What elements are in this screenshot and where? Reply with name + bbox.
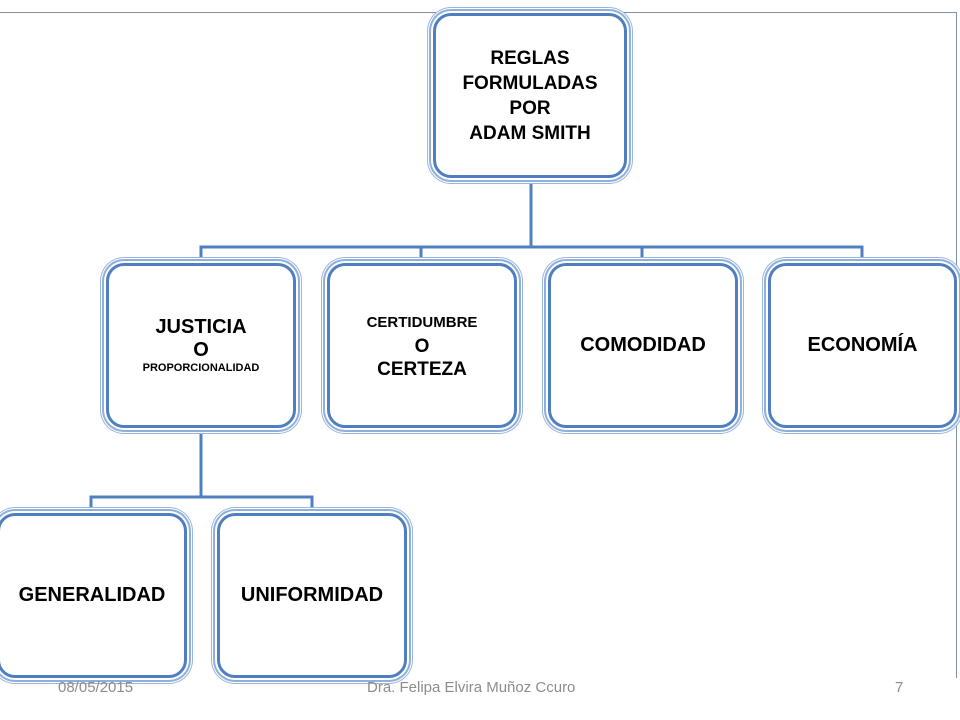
root-line-3: POR (509, 97, 551, 119)
certeza-line-1: CERTIDUMBRE (366, 313, 478, 331)
footer-page-number: 7 (895, 679, 904, 696)
justicia-line-3: PROPORCIONALIDAD (142, 362, 260, 374)
certeza-line-3: CERTEZA (377, 358, 467, 380)
justicia-line-1: JUSTICIA (155, 316, 247, 338)
node-certidumbre: CERTIDUMBRE O CERTEZA (327, 263, 517, 428)
economia-label: ECONOMÍA (807, 334, 918, 356)
node-economia: ECONOMÍA (768, 263, 957, 428)
comodidad-label: COMODIDAD (580, 334, 706, 356)
certeza-line-2: O (414, 335, 430, 357)
generalidad-label: GENERALIDAD (18, 584, 166, 606)
footer-author: Dra. Felipa Elvira Muñoz Ccuro (367, 679, 576, 696)
connector-justicia-to-grandchildren (89, 428, 314, 513)
node-uniformidad: UNIFORMIDAD (217, 513, 407, 678)
node-justicia: JUSTICIA O PROPORCIONALIDAD (106, 263, 296, 428)
connector-root-to-children (199, 178, 864, 263)
root-line-4: ADAM SMITH (469, 122, 591, 144)
root-line-1: REGLAS (490, 47, 570, 69)
footer-date: 08/05/2015 (58, 679, 134, 696)
uniformidad-label: UNIFORMIDAD (240, 584, 384, 606)
justicia-line-2: O (193, 339, 209, 361)
node-generalidad: GENERALIDAD (0, 513, 187, 678)
node-comodidad: COMODIDAD (548, 263, 738, 428)
root-node-reglas: REGLAS FORMULADAS POR ADAM SMITH (433, 13, 627, 178)
root-line-2: FORMULADAS (462, 72, 598, 94)
